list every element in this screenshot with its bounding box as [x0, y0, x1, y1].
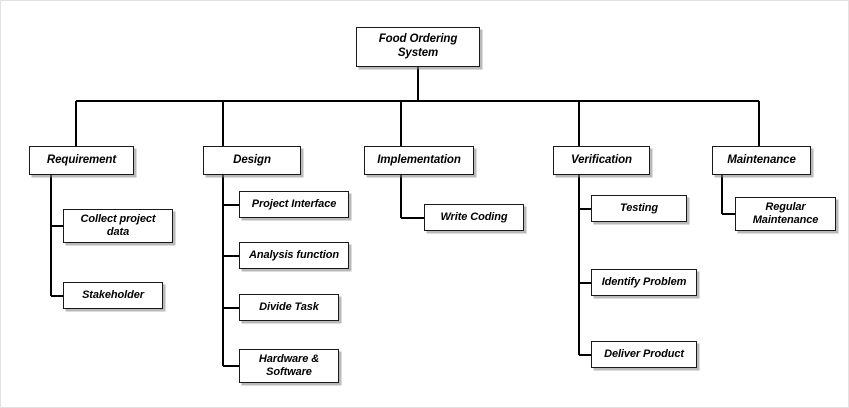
node-label: Hardware & Software [258, 353, 320, 378]
node-label: Analysis function [249, 249, 339, 262]
node-label: Regular Maintenance [752, 201, 819, 226]
node-project-interface[interactable]: Project Interface [239, 191, 349, 218]
node-requirement[interactable]: Requirement [29, 146, 134, 175]
node-divide-task[interactable]: Divide Task [239, 294, 339, 321]
node-label: Food Ordering System [378, 33, 458, 59]
node-food-ordering-system[interactable]: Food Ordering System [356, 27, 480, 67]
node-label: Requirement [46, 153, 117, 166]
node-analysis-function[interactable]: Analysis function [239, 242, 349, 269]
node-maintenance[interactable]: Maintenance [712, 146, 811, 175]
node-stakeholder[interactable]: Stakeholder [63, 282, 163, 309]
node-hardware-software[interactable]: Hardware & Software [239, 349, 339, 383]
node-testing[interactable]: Testing [591, 195, 687, 222]
node-label: Divide Task [259, 301, 319, 314]
node-label: Project Interface [251, 198, 337, 211]
node-label: Design [233, 153, 271, 166]
node-collect-project-data[interactable]: Collect project data [63, 209, 173, 243]
node-label: Collect project data [80, 213, 156, 238]
node-label: Testing [619, 202, 658, 215]
node-deliver-product[interactable]: Deliver Product [591, 341, 697, 368]
node-identify-problem[interactable]: Identify Problem [591, 269, 697, 296]
node-verification[interactable]: Verification [553, 146, 650, 175]
node-label: Identify Problem [601, 276, 687, 289]
node-label: Implementation [377, 153, 461, 166]
node-label: Deliver Product [604, 348, 684, 361]
node-regular-maintenance[interactable]: Regular Maintenance [735, 197, 836, 231]
node-design[interactable]: Design [203, 146, 301, 175]
node-label: Write Coding [440, 211, 508, 224]
node-implementation[interactable]: Implementation [364, 146, 474, 175]
node-write-coding[interactable]: Write Coding [424, 204, 524, 231]
node-label: Maintenance [727, 153, 796, 166]
node-label: Verification [570, 153, 632, 166]
node-label: Stakeholder [82, 289, 144, 302]
